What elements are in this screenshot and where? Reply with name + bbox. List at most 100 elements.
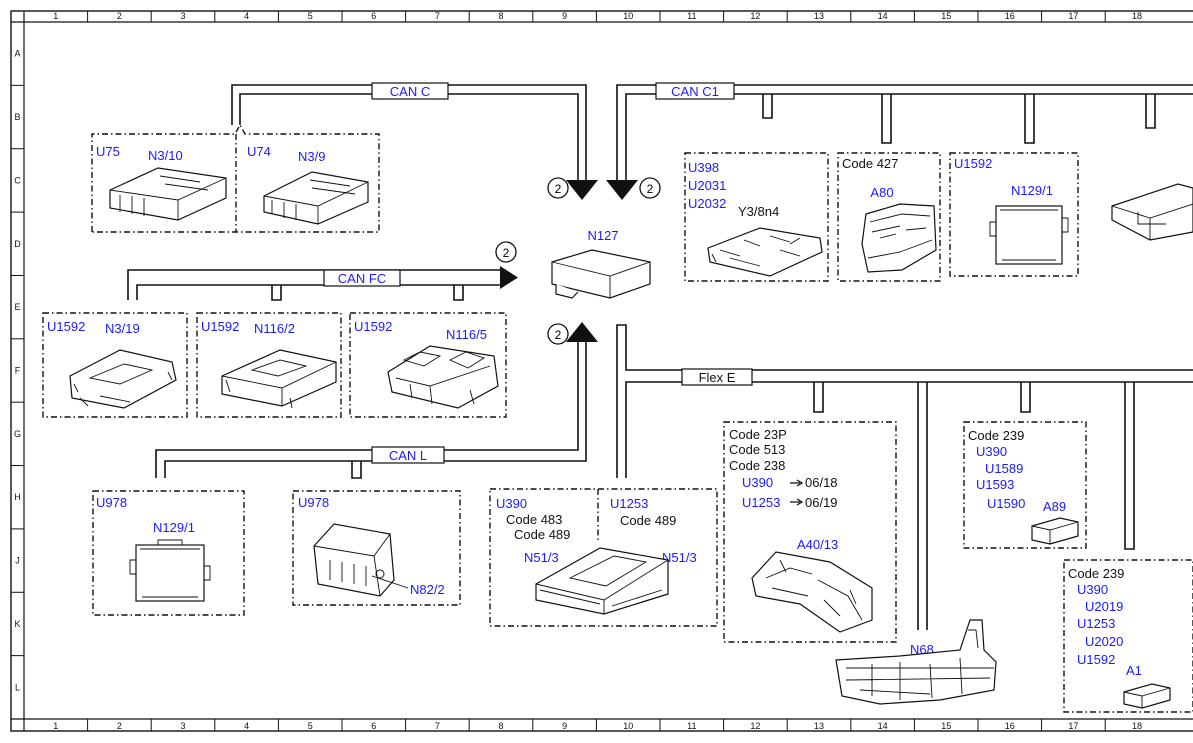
module-n116-2: U1592 N116/2 xyxy=(196,312,342,418)
arrow-icon xyxy=(790,479,804,487)
code-label: U390 xyxy=(976,444,1007,459)
column-label: 13 xyxy=(814,721,824,731)
column-label: 18 xyxy=(1132,721,1142,731)
column-label: 4 xyxy=(244,721,249,731)
module-label: Y3/8n4 xyxy=(738,204,779,219)
module-label: A1 xyxy=(1126,663,1142,678)
flex-e-bus: Flex E xyxy=(616,324,1193,630)
module-n116-5: U1592 N116/5 xyxy=(349,312,507,418)
column-label: 14 xyxy=(878,721,888,731)
column-label: 7 xyxy=(435,721,440,731)
date-label: 06/19 xyxy=(805,495,838,510)
code-label: U390 xyxy=(496,496,527,511)
column-label: 10 xyxy=(623,11,633,21)
column-label: 11 xyxy=(687,11,696,21)
column-label: 2 xyxy=(117,721,122,731)
row-label: G xyxy=(14,429,21,439)
row-label: B xyxy=(14,112,20,122)
column-label: 11 xyxy=(687,721,696,731)
column-label: 3 xyxy=(180,721,185,731)
code-label: U978 xyxy=(96,495,127,510)
column-label: 6 xyxy=(371,721,376,731)
central-module-n127: N127 xyxy=(551,228,651,299)
code-label: U1590 xyxy=(987,496,1025,511)
column-label: 16 xyxy=(1005,721,1015,731)
column-label: 18 xyxy=(1132,11,1142,21)
code-label: U2019 xyxy=(1085,599,1123,614)
column-label: 12 xyxy=(750,11,760,21)
marker-2: 2 xyxy=(647,182,654,196)
flex-e-label: Flex E xyxy=(699,370,736,385)
module-label: N3/19 xyxy=(105,321,140,336)
column-label: 7 xyxy=(435,11,440,21)
arrow-icon xyxy=(790,498,804,506)
can-fc-label: CAN FC xyxy=(338,271,386,286)
column-label: 13 xyxy=(814,11,824,21)
column-label: 14 xyxy=(878,11,888,21)
row-label: J xyxy=(15,556,20,566)
can-l-bus: CAN L xyxy=(155,322,598,479)
row-label: C xyxy=(14,175,21,185)
marker-2: 2 xyxy=(555,182,562,196)
column-label: 2 xyxy=(117,11,122,21)
module-label: N116/2 xyxy=(254,321,295,336)
column-label: 1 xyxy=(53,11,58,21)
code-label: Code 239 xyxy=(1068,566,1124,581)
code-label: U1592 xyxy=(47,319,85,334)
code-label: U2020 xyxy=(1085,634,1123,649)
column-label: 10 xyxy=(623,721,633,731)
module-n129-1-bottom: U978 N129/1 xyxy=(92,490,245,616)
row-label: F xyxy=(15,366,21,376)
module-label: N3/10 xyxy=(148,148,183,163)
module-a80: Code 427 A80 xyxy=(837,152,941,282)
module-n51-3: U390 Code 483 Code 489 U1253 Code 489 N5… xyxy=(489,488,718,627)
code-label: U74 xyxy=(247,144,271,159)
code-label: U390 xyxy=(742,475,773,490)
marker-group: 2 2 2 2 xyxy=(495,177,661,345)
row-label: L xyxy=(15,682,20,692)
code-label: Code 239 xyxy=(968,428,1024,443)
row-label: A xyxy=(14,49,20,59)
code-label: U1592 xyxy=(354,319,392,334)
date-label: 06/18 xyxy=(805,475,838,490)
code-label: Code 23P xyxy=(729,427,787,442)
code-label: U1253 xyxy=(742,495,780,510)
can-c-label: CAN C xyxy=(390,84,430,99)
column-grid: 1122334455667788991010111112121313141415… xyxy=(23,11,1142,731)
code-label: U1592 xyxy=(954,156,992,171)
module-n3-10: U75 N3/10 xyxy=(91,123,380,233)
column-label: 8 xyxy=(498,721,503,731)
column-label: 9 xyxy=(562,11,567,21)
row-label: K xyxy=(14,619,20,629)
module-n68: N68 xyxy=(835,619,997,705)
column-label: 5 xyxy=(308,11,313,21)
module-partial-right xyxy=(1111,183,1193,241)
code-label: U1253 xyxy=(610,496,648,511)
module-n129-1-top: U1592 N129/1 xyxy=(949,152,1079,277)
code-label: U75 xyxy=(96,144,120,159)
can-c1-label: CAN C1 xyxy=(671,84,719,99)
code-label: Code 427 xyxy=(842,156,898,171)
module-a40-13: Code 23P Code 513 Code 238 U390 06/18 U1… xyxy=(723,421,897,643)
can-c1-bus: CAN C1 xyxy=(606,82,1193,200)
module-label: A89 xyxy=(1043,499,1066,514)
column-label: 17 xyxy=(1068,11,1078,21)
row-label: H xyxy=(14,492,21,502)
module-n3-9: U74 N3/9 xyxy=(247,144,369,225)
code-label: U2031 xyxy=(688,178,726,193)
column-label: 8 xyxy=(498,11,503,21)
column-label: 9 xyxy=(562,721,567,731)
code-label: U1253 xyxy=(1077,616,1115,631)
code-label: U1589 xyxy=(985,461,1023,476)
code-label: U390 xyxy=(1077,582,1108,597)
module-n3-19: U1592 N3/19 xyxy=(42,312,188,418)
can-c-bus: CAN C xyxy=(231,82,598,200)
row-label: E xyxy=(14,302,20,312)
column-label: 15 xyxy=(941,11,951,21)
can-l-label: CAN L xyxy=(389,448,427,463)
code-label: Code 489 xyxy=(514,527,570,542)
module-label: N129/1 xyxy=(1011,183,1053,198)
code-label: U978 xyxy=(298,495,329,510)
